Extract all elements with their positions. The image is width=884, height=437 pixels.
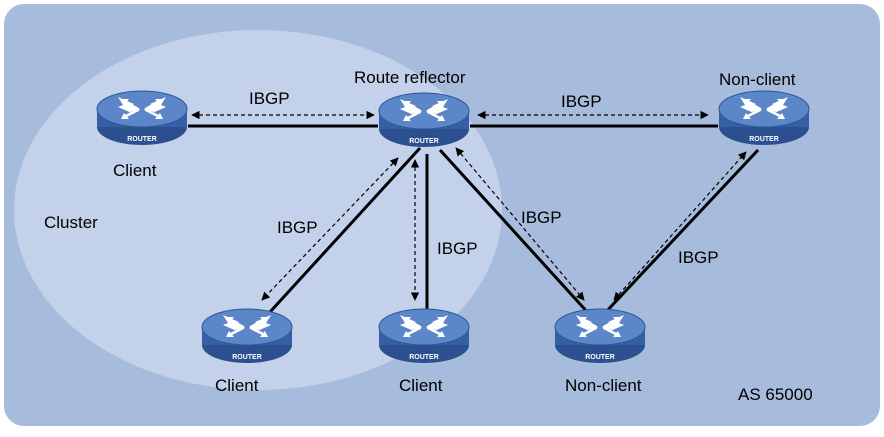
router-badge-rr: ROUTER [409, 138, 439, 145]
link-session-arrow-rr-client2 [261, 157, 399, 301]
as-label: AS 65000 [738, 385, 813, 404]
link-label-rr-client3: IBGP [437, 239, 478, 258]
router-badge-nonclient1: ROUTER [749, 136, 779, 143]
router-icon-client2[interactable]: ROUTER [201, 308, 293, 364]
router-badge-client3: ROUTER [409, 354, 439, 361]
link-session-arrow-nonclient2-nonclient1 [613, 151, 747, 301]
link-session-arrow-rr-nonclient2 [455, 147, 585, 301]
link-label-rr-nonclient1: IBGP [561, 92, 602, 111]
router-icon-client1[interactable]: ROUTER [96, 90, 188, 146]
link-label-client1-rr: IBGP [249, 89, 290, 108]
links-layer [188, 110, 760, 317]
router-icon-client3[interactable]: ROUTER [378, 308, 470, 364]
router-label-client1: Client [113, 161, 157, 180]
router-badge-client2: ROUTER [232, 354, 262, 361]
router-badge-client1: ROUTER [127, 136, 157, 143]
routers-layer: ROUTER ROUTER ROUTER ROUTER ROUTER ROUTER [96, 90, 810, 364]
router-icon-rr[interactable]: ROUTER [378, 92, 470, 148]
link-label-nonclient2-nonclient1: IBGP [678, 248, 719, 267]
router-badge-nonclient2: ROUTER [585, 354, 615, 361]
cluster-label: Cluster [44, 213, 98, 232]
router-label-client2: Client [215, 376, 259, 395]
link-label-rr-nonclient2: IBGP [521, 208, 562, 227]
router-label-rr: Route reflector [354, 68, 466, 87]
link-label-rr-client2: IBGP [277, 218, 318, 237]
router-label-nonclient1: Non-client [719, 70, 796, 89]
router-icon-nonclient1[interactable]: ROUTER [718, 90, 810, 146]
router-label-client3: Client [399, 376, 443, 395]
router-icon-nonclient2[interactable]: ROUTER [554, 308, 646, 364]
router-label-nonclient2: Non-client [565, 376, 642, 395]
